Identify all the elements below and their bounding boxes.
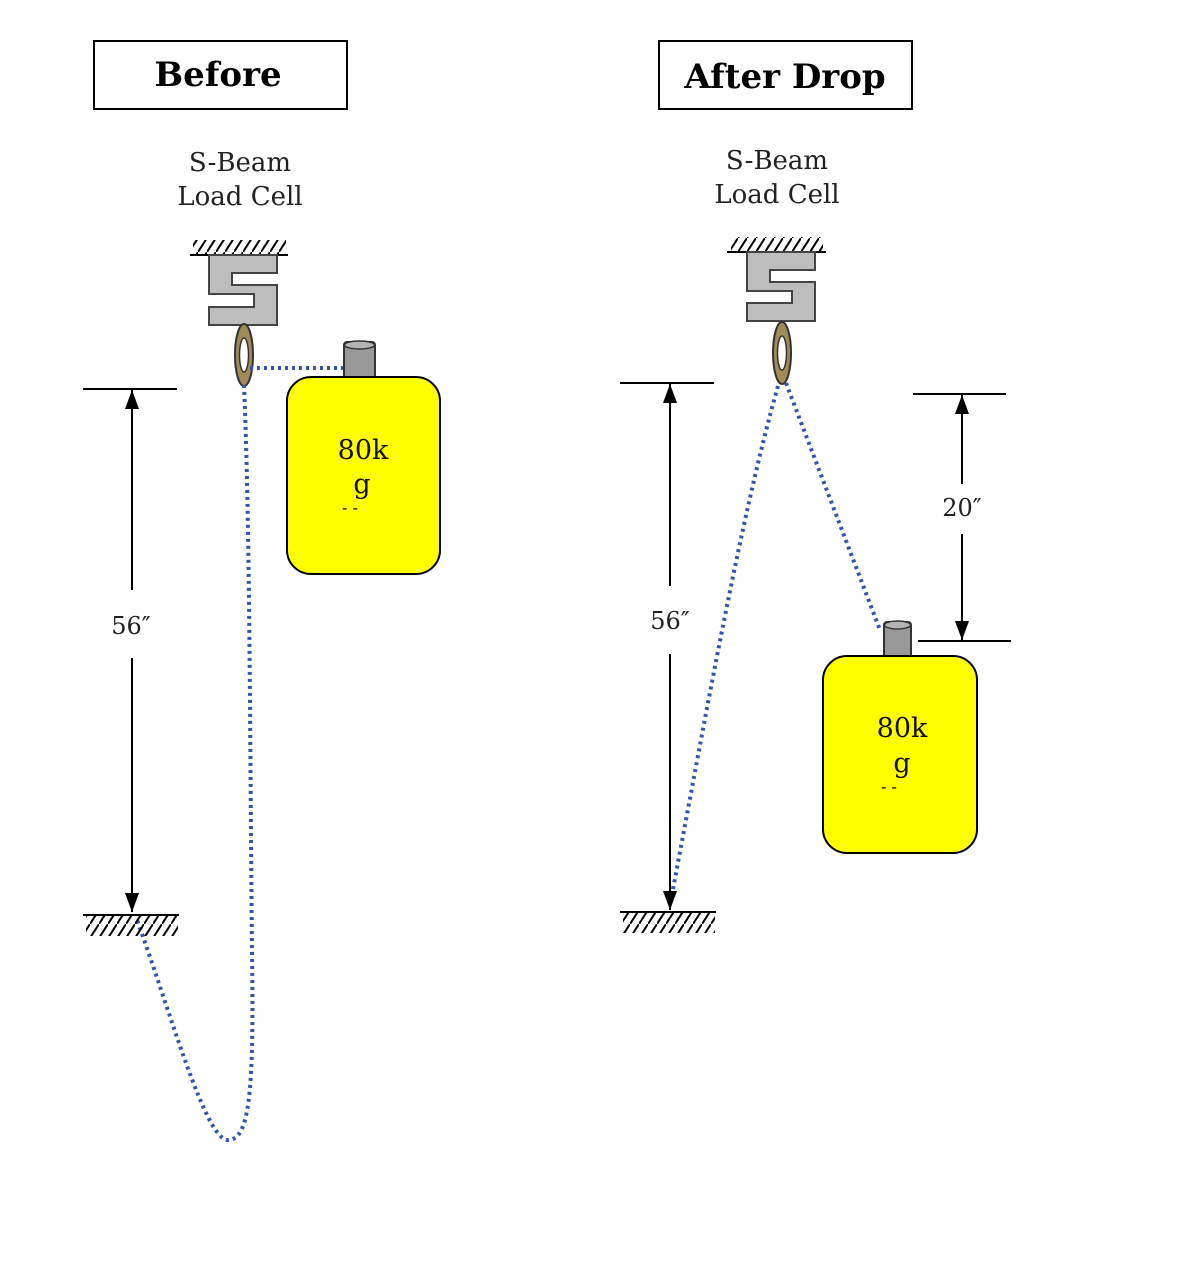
after-height-dimension: 56″: [620, 382, 714, 910]
before-panel: Before S-Beam Load Cell 80k g - -: [83, 40, 441, 1143]
after-panel: After Drop S-Beam Load Cell 56″: [620, 40, 1011, 933]
before-sensor-label-line1: S-Beam: [189, 148, 291, 178]
after-sensor-label-line1: S-Beam: [726, 146, 828, 176]
before-weight-label-line1: 80k: [338, 435, 389, 466]
before-height-dimension: 56″: [83, 388, 177, 912]
before-weight-label-line2: g: [353, 469, 370, 500]
before-sensor-label-line2: Load Cell: [177, 182, 302, 212]
after-height-label: 56″: [650, 607, 690, 635]
before-title-box: [93, 40, 348, 110]
before-load-cell-icon: [208, 254, 278, 326]
after-weight-label-line1: 80k: [877, 713, 928, 744]
after-title: After Drop: [683, 57, 885, 97]
after-rope: [668, 382, 882, 906]
after-floor-hatch: [620, 911, 716, 933]
before-ceiling-hatch: [190, 240, 288, 256]
after-weight-label-line2: g: [893, 748, 910, 779]
after-drop-label: 20″: [942, 494, 982, 522]
before-weight-body: [286, 376, 441, 575]
before-rope: [135, 366, 346, 1143]
after-eye-ring-icon: [772, 321, 792, 385]
after-sensor-label-line2: Load Cell: [714, 180, 839, 210]
after-weight: 80k g - -: [822, 620, 978, 854]
after-load-cell-icon: [746, 251, 816, 322]
before-title: Before: [154, 55, 281, 95]
after-weight-body: [822, 655, 978, 854]
before-height-label: 56″: [111, 612, 151, 640]
after-ceiling-hatch: [727, 237, 826, 253]
before-eye-ring-icon: [234, 323, 254, 387]
after-weight-label-line3: - -: [881, 777, 897, 796]
before-weight: 80k g - -: [286, 340, 441, 575]
before-floor-hatch: [83, 914, 179, 936]
after-drop-dimension: 20″: [913, 393, 1011, 642]
before-weight-label-line3: - -: [342, 498, 358, 517]
after-title-box: [658, 40, 913, 110]
